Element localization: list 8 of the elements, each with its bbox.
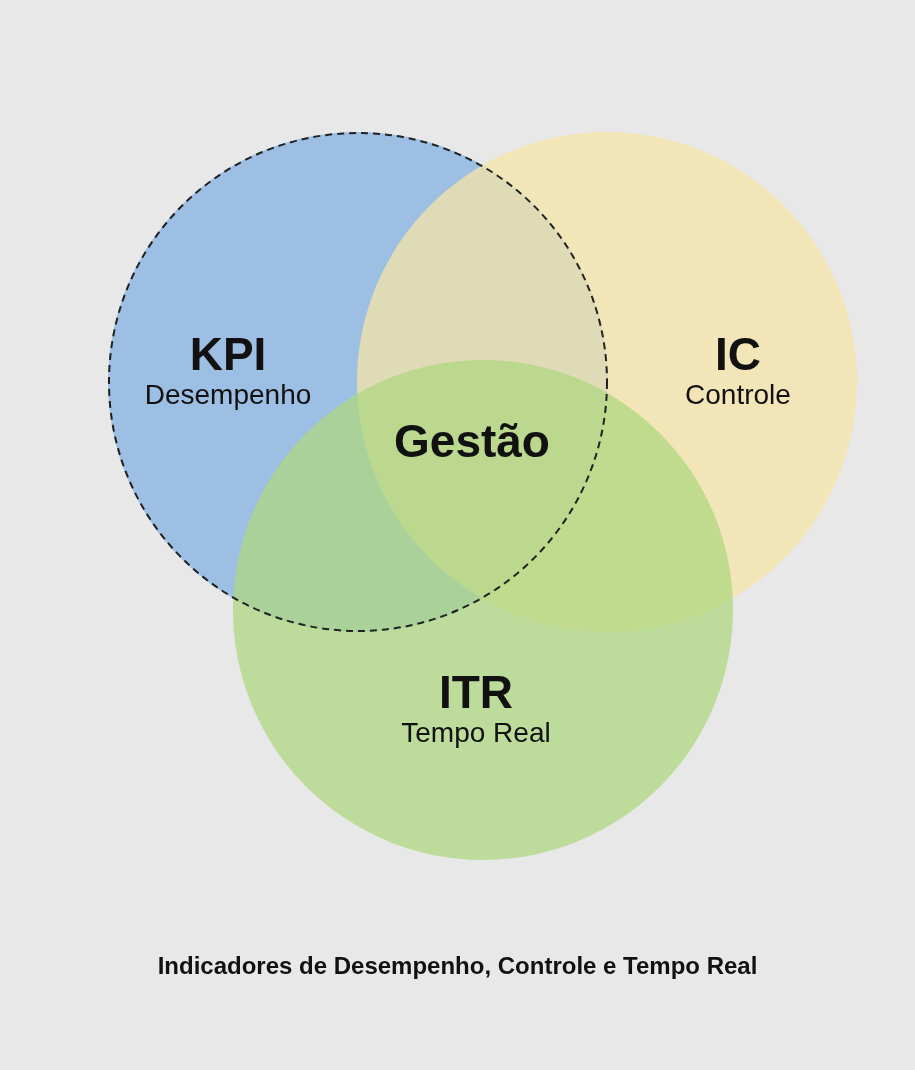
circle-title: KPI xyxy=(189,330,267,379)
circle-title: ITR xyxy=(438,668,514,717)
intersection-label: Gestão xyxy=(394,414,550,468)
circle-subtitle: Tempo Real xyxy=(401,716,551,750)
circle-title: IC xyxy=(715,330,761,379)
circle-subtitle: Desempenho xyxy=(144,378,312,412)
circle-subtitle: Controle xyxy=(685,378,791,412)
caption: Indicadores de Desempenho, Controle e Tempo Real xyxy=(156,952,759,980)
